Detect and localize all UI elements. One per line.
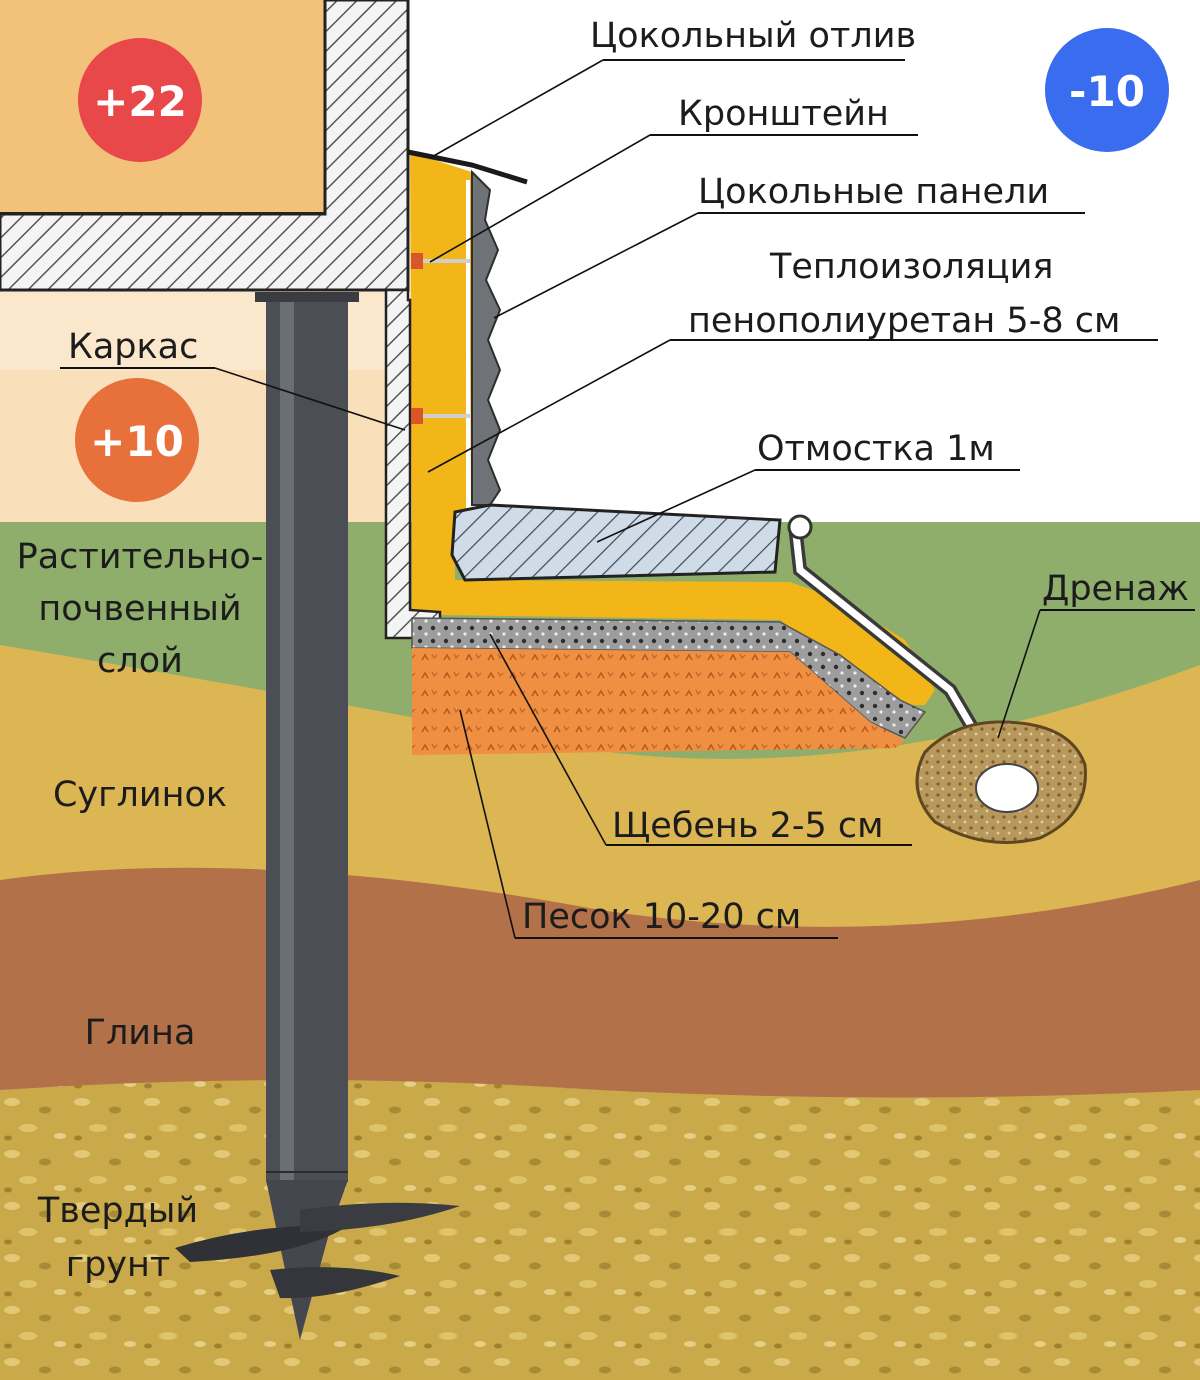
drip-edge — [407, 149, 528, 185]
drain-cap — [787, 514, 813, 540]
temperature-badge-inside: +22 — [78, 38, 202, 162]
temperature-badge-underfloor: +10 — [75, 378, 199, 502]
label-frame: Каркас — [68, 327, 198, 367]
temperature-badge-outside: -10 — [1045, 28, 1169, 152]
drainage-pipe-end — [975, 763, 1039, 813]
label-drainage: Дренаж — [1042, 569, 1189, 609]
label-bracket: Кронштейн — [678, 94, 889, 134]
insulation-foam — [410, 152, 935, 705]
label-topsoil-1: Растительно- — [17, 537, 264, 577]
sand-layer — [412, 648, 905, 755]
leader-lines — [60, 59, 1195, 939]
label-sand: Песок 10-20 см — [522, 897, 801, 937]
frame-profile — [384, 288, 442, 640]
label-plinth-panels: Цокольные панели — [698, 172, 1049, 212]
svg-text:+22: +22 — [93, 77, 187, 126]
svg-text:+10: +10 — [90, 417, 184, 466]
label-bedrock-1: Твердый — [37, 1191, 198, 1231]
label-gravel: Щебень 2-5 см — [612, 806, 884, 846]
label-insulation-1: Теплоизоляция — [769, 247, 1053, 287]
blind-area — [450, 503, 782, 582]
label-bedrock-2: грунт — [66, 1245, 171, 1285]
label-topsoil-2: почвенный — [38, 589, 241, 629]
svg-text:-10: -10 — [1069, 67, 1145, 116]
house-wall-slab — [0, 0, 410, 292]
bracket-lower — [411, 408, 470, 424]
screw-pile — [175, 292, 460, 1340]
label-topsoil-3: слой — [97, 641, 183, 681]
label-loam: Суглинок — [53, 775, 227, 815]
plinth-panels — [471, 169, 502, 506]
label-clay: Глина — [85, 1013, 196, 1053]
label-insulation-2: пенополиуретан 5-8 см — [688, 301, 1120, 341]
label-blind-area: Отмостка 1м — [757, 429, 995, 469]
label-drip-edge: Цокольный отлив — [590, 16, 916, 56]
